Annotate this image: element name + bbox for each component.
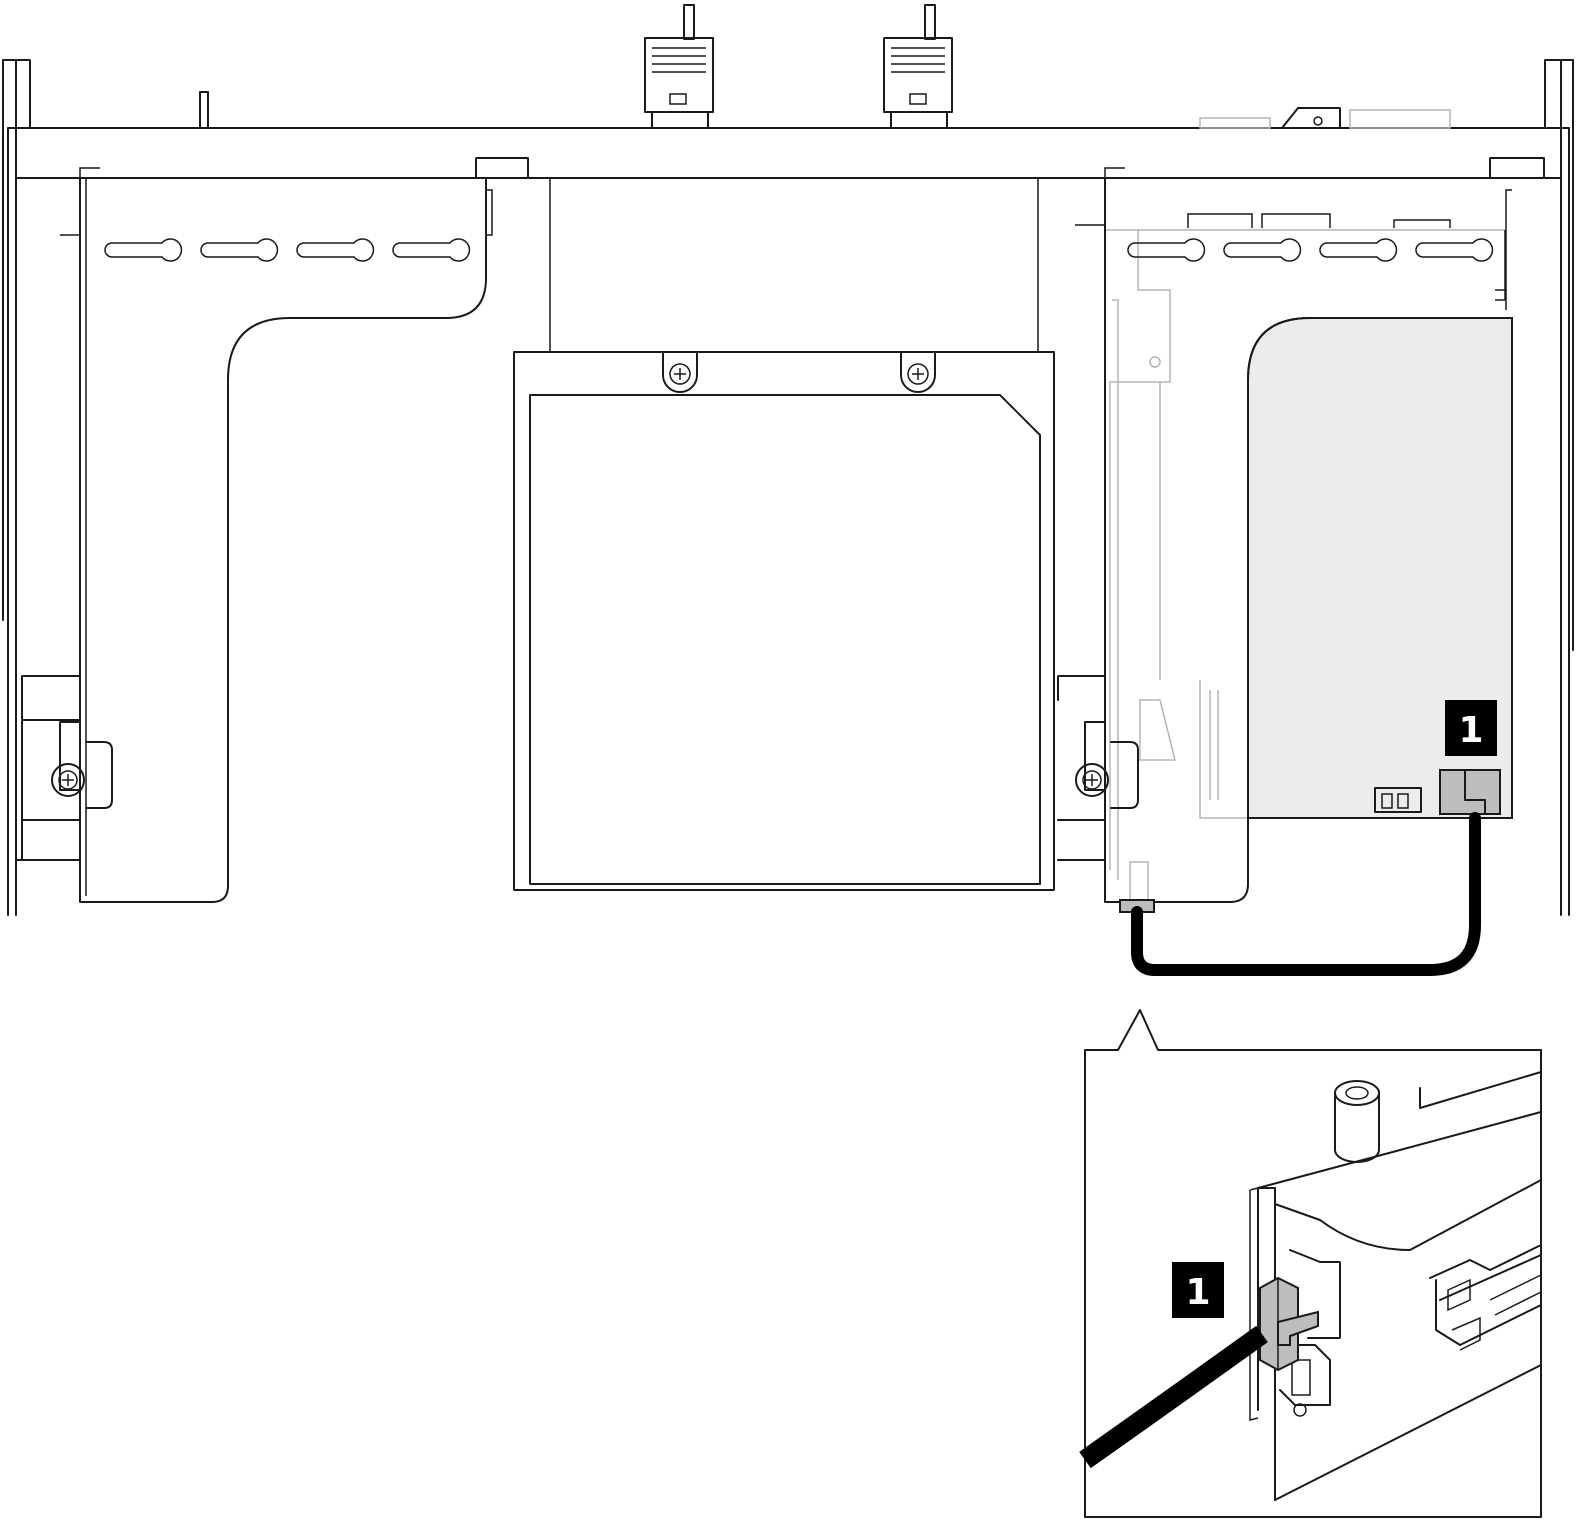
callout-1-detail-box	[1172, 1262, 1224, 1318]
callout-1-main: 1	[1445, 700, 1497, 756]
riser-cable-connector	[1439, 769, 1501, 815]
detail-cable	[1079, 1325, 1268, 1469]
cover-screw-left	[662, 351, 698, 393]
detail-view: 1	[1079, 1009, 1542, 1518]
detail-standoff	[1334, 1080, 1380, 1163]
rear-io-ports	[199, 91, 1451, 129]
callout-1-main-label: 1	[1458, 710, 1483, 751]
right-riser-bracket	[1075, 157, 1545, 913]
rear-connector-right	[883, 4, 953, 129]
left-riser-screw	[51, 721, 113, 809]
callout-1-detail-label: 1	[1185, 1272, 1210, 1313]
riser-small-connector	[1374, 787, 1422, 813]
callout-1-main-box	[1445, 700, 1497, 756]
right-riser-screw	[1075, 721, 1139, 809]
chassis	[2, 59, 1574, 916]
left-riser-bracket	[51, 157, 529, 903]
callout-1-detail: 1	[1172, 1262, 1224, 1318]
detail-slot-connector	[1429, 1244, 1542, 1351]
detail-cable-connector	[1259, 1276, 1319, 1372]
cover-screw-right	[900, 351, 936, 393]
left-bracket-slots	[104, 238, 471, 262]
detail-board-connector	[1279, 1249, 1341, 1417]
right-bracket-slots	[1127, 238, 1494, 262]
rear-connector-left	[644, 4, 714, 129]
riser-power-cable	[1131, 812, 1481, 976]
center-cover	[513, 178, 1055, 891]
